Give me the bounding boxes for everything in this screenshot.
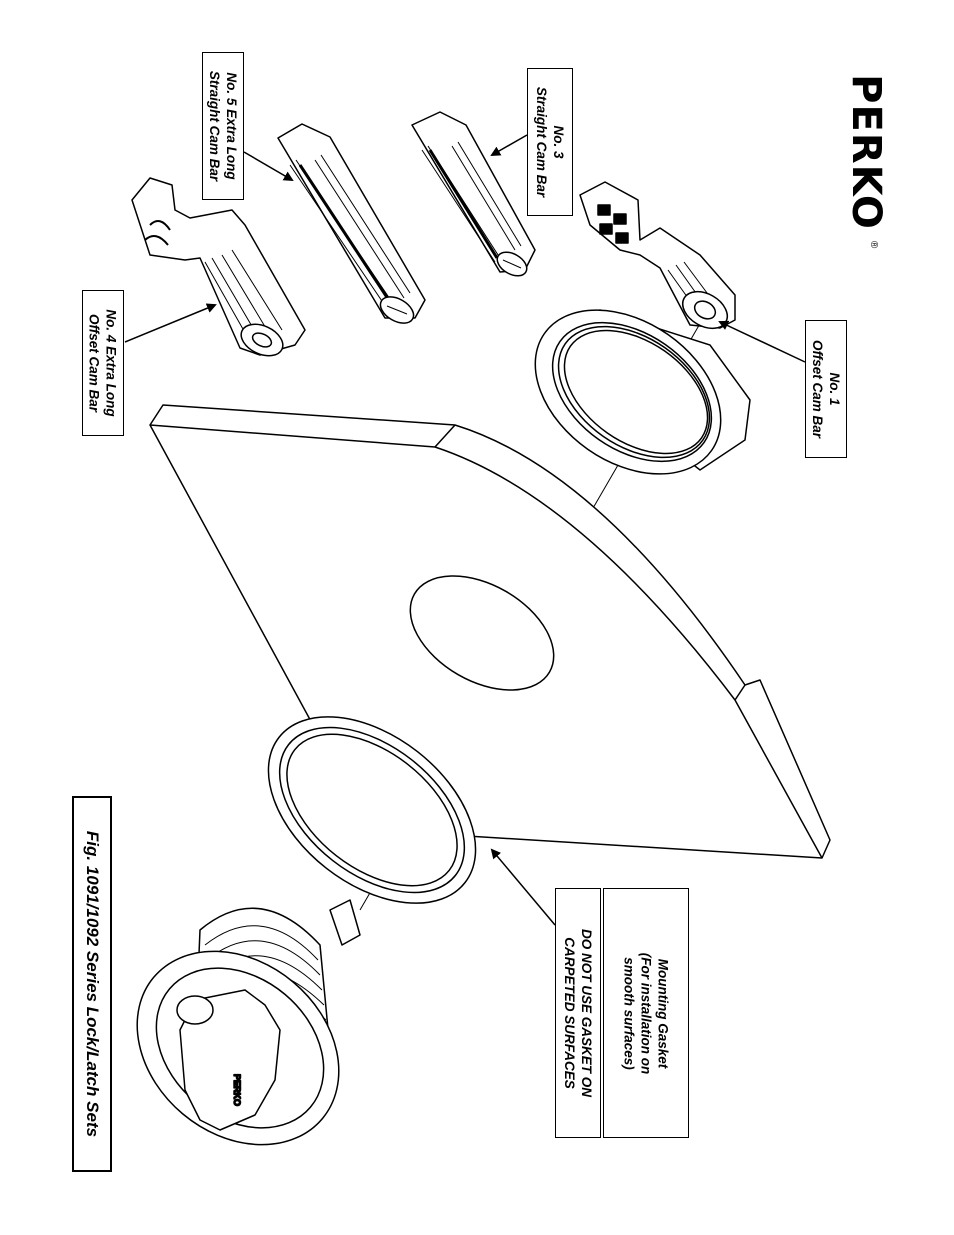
arrow-no3 [490,134,528,156]
arrow-no5 [243,151,294,182]
label-gasket-warning: DO NOT USE GASKET ON CARPETED SURFACES [555,888,601,1138]
label-no1-offset-cam-bar: No. 1 Offset Cam Bar [805,320,847,458]
lock-body-assembly: PERKO [136,899,361,1146]
offset-cam-bar-no1 [579,181,736,330]
label-no4-extra-long-offset-cam-bar: No. 4 Extra Long Offset Cam Bar [82,290,124,436]
mounting-gasket [267,716,477,904]
perko-logo: PERKO [843,64,889,240]
leader-arrows [124,134,806,926]
label-no3-straight-cam-bar: No. 3 Straight Cam Bar [527,68,573,216]
arrow-gasket [490,848,556,926]
arrow-no1 [718,320,806,363]
mounting-panel [149,404,831,859]
perko-logo-text: PERKO [843,74,889,230]
label-no5-extra-long-straight-cam-bar: No. 5 Extra Long Straight Cam Bar [202,52,244,200]
arrow-no4 [124,303,217,343]
label-mounting-gasket: Mounting Gasket (For installation on smo… [603,888,689,1138]
offset-cam-bar-no4 [131,177,306,357]
threaded-nut [534,309,751,475]
straight-cam-bar-no3 [411,111,536,277]
registered-mark: ® [868,240,880,248]
panel-cutout-hole [409,575,555,691]
figure-title: Fig. 1091/1092 Series Lock/Latch Sets [72,796,112,1172]
straight-cam-bar-no5 [277,123,426,324]
knob-brand-text: PERKO [232,1074,242,1106]
